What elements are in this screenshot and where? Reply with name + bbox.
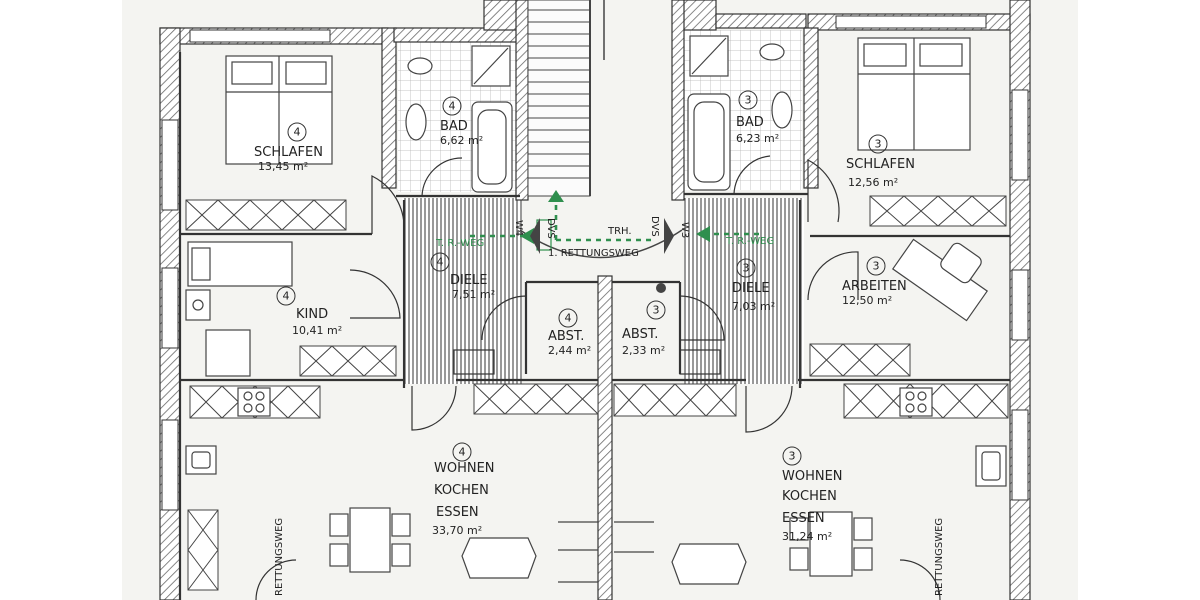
diele-3-area: 7,03 m² — [732, 300, 775, 313]
abst-4-area: 2,44 m² — [548, 344, 591, 357]
wohnen-3-number: 3 — [789, 450, 796, 463]
abst-4-name: ABST. — [548, 329, 584, 344]
diele-4-floor — [402, 198, 522, 384]
dvs-right-label: DVS — [649, 216, 660, 237]
bad-4-number: 4 — [449, 100, 456, 113]
arbeiten-desk — [891, 238, 989, 322]
wohnen-3-name: WOHNEN — [782, 469, 843, 484]
staircase — [519, 0, 683, 259]
schlafen-3-name: SCHLAFEN — [846, 157, 915, 172]
wohnen-4-area: 33,70 m² — [432, 524, 482, 537]
schlafen-4-area: 13,45 m² — [258, 160, 308, 173]
essen-3-name: ESSEN — [782, 511, 825, 526]
doors — [255, 155, 941, 600]
dvs-markers — [530, 218, 674, 254]
kochen-4-name: KOCHEN — [434, 483, 489, 498]
abst-3-area: 2,33 m² — [622, 344, 665, 357]
diele-3-floor — [684, 198, 804, 384]
schlafen-4-name: SCHLAFEN — [254, 145, 323, 160]
wohnen-4-name: WOHNEN — [434, 461, 495, 476]
abst-3-name: ABST. — [622, 327, 658, 342]
kitchen-dining — [185, 289, 1007, 585]
escape-route — [470, 200, 760, 242]
t-r-weg-right-label: T. R.-WEG — [725, 236, 774, 247]
meter-icon — [656, 283, 666, 293]
interior-walls — [178, 52, 1010, 600]
wohnen-3-area: 31,24 m² — [782, 530, 832, 543]
diele-4-name: DIELE — [450, 273, 488, 288]
bad-3-name: BAD — [736, 115, 764, 130]
essen-4-name: ESSEN — [436, 505, 479, 520]
beds — [187, 37, 971, 287]
windows — [161, 15, 1029, 511]
rettungsweg-left-side-label: RETTUNGSWEG — [274, 518, 285, 596]
arbeiten-3-area: 12,50 m² — [842, 294, 892, 307]
schlafen-3-area: 12,56 m² — [848, 176, 898, 189]
schlafen-4-number: 4 — [294, 126, 301, 139]
kind-4-name: KIND — [296, 307, 328, 322]
w4-label: W4 — [513, 220, 524, 236]
kind-4-number: 4 — [283, 290, 290, 303]
diele-4-area: 7,51 m² — [452, 288, 495, 301]
dvs-left-label: DVS — [545, 218, 556, 239]
schlafen-3-number: 3 — [875, 138, 882, 151]
rettungsweg-main-label: 1. RETTUNGSWEG — [548, 248, 639, 259]
t-r-weg-left-label: T. R.-WEG — [435, 238, 484, 249]
abst-4-number: 4 — [565, 312, 572, 325]
diele-3-number: 3 — [743, 262, 750, 275]
room-number-circles — [276, 90, 888, 466]
diele-3-name: DIELE — [732, 281, 770, 296]
kind-4-area: 10,41 m² — [292, 324, 342, 337]
diele-4-number: 4 — [437, 256, 444, 269]
kochen-3-name: KOCHEN — [782, 489, 837, 504]
bad-4-area: 6,62 m² — [440, 134, 483, 147]
arbeiten-3-name: ARBEITEN — [842, 279, 907, 294]
bad-3-area: 6,23 m² — [736, 132, 779, 145]
arbeiten-3-number: 3 — [873, 260, 880, 273]
bad-3-number: 3 — [745, 94, 752, 107]
wohnen-4-number: 4 — [459, 446, 466, 459]
trh-label: TRH. — [607, 226, 632, 237]
w3-label: W3 — [679, 222, 690, 238]
abst-3-number: 3 — [653, 304, 660, 317]
bathroom-fixtures — [405, 35, 793, 193]
bad-4-name: BAD — [440, 119, 468, 134]
rettungsweg-right-side-label: RETTUNGSWEG — [934, 518, 945, 596]
